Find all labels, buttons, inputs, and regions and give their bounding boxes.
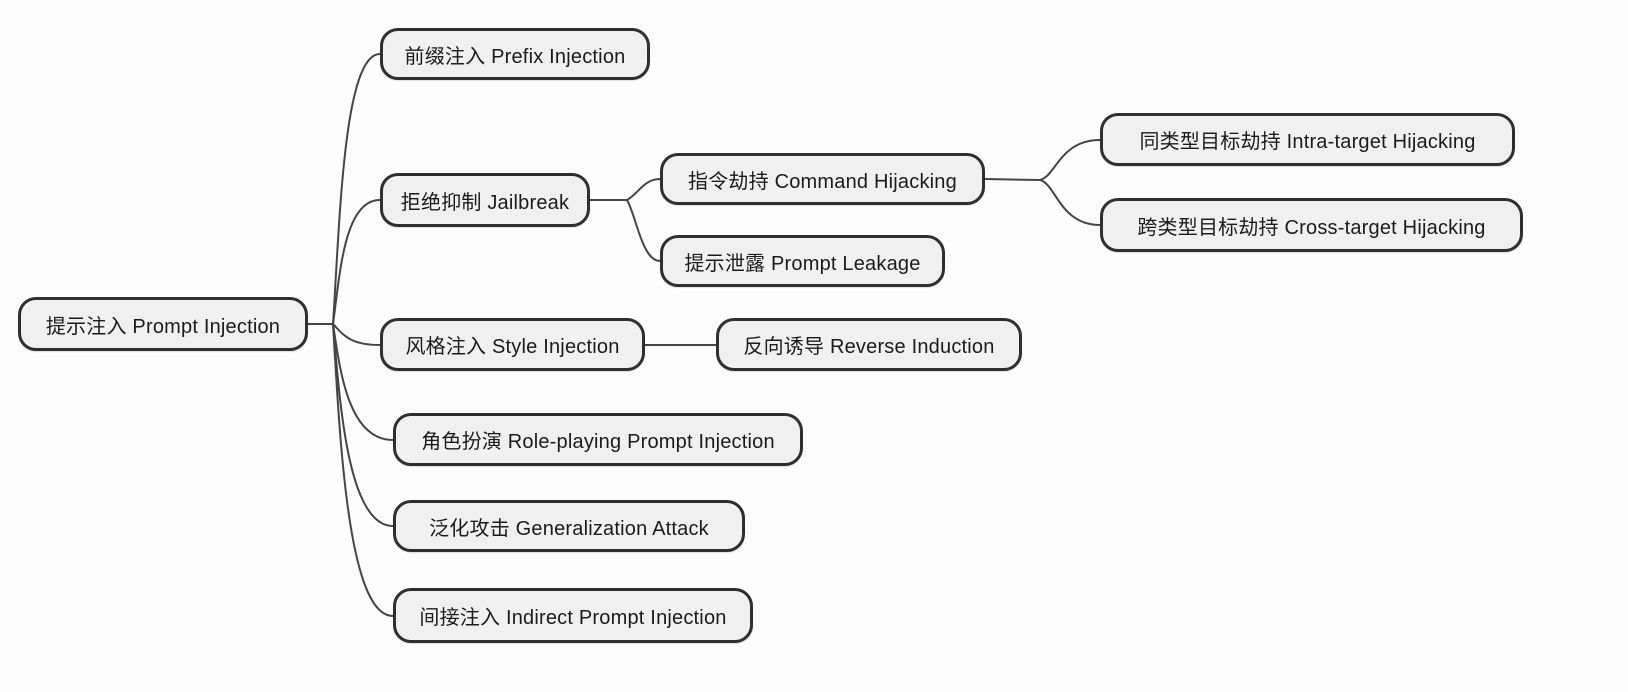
- node-indirect-injection[interactable]: 间接注入 Indirect Prompt Injection: [393, 588, 753, 643]
- node-prompt-leakage[interactable]: 提示泄露 Prompt Leakage: [660, 235, 945, 287]
- connector-command-hijacking-stub: [984, 178, 1041, 181]
- node-prompt-injection-label: 提示注入 Prompt Injection: [45, 315, 281, 338]
- node-reverse-induction[interactable]: 反向诱导 Reverse Induction: [716, 318, 1022, 371]
- node-jailbreak-label: 拒绝抑制 Jailbreak: [400, 191, 570, 214]
- node-jailbreak[interactable]: 拒绝抑制 Jailbreak: [380, 173, 590, 227]
- node-command-hijacking-label: 指令劫持 Command Hijacking: [688, 170, 957, 193]
- connector-command-to-cross-target: [1039, 179, 1101, 226]
- node-indirect-injection-label: 间接注入 Indirect Prompt Injection: [419, 607, 727, 629]
- node-cross-target-hijacking[interactable]: 跨类型目标劫持 Cross-target Hijacking: [1100, 198, 1523, 252]
- node-command-hijacking[interactable]: 指令劫持 Command Hijacking: [660, 153, 985, 205]
- connector-root-to-jailbreak: [332, 199, 381, 325]
- node-intra-target-hijacking-label: 同类型目标劫持 Intra-target Hijacking: [1139, 131, 1476, 153]
- node-prompt-leakage-label: 提示泄露 Prompt Leakage: [684, 252, 921, 275]
- node-role-playing[interactable]: 角色扮演 Role-playing Prompt Injection: [393, 413, 803, 466]
- node-generalization-attack[interactable]: 泛化攻击 Generalization Attack: [393, 500, 745, 552]
- connector-command-to-intra-target: [1039, 139, 1101, 181]
- node-intra-target-hijacking[interactable]: 同类型目标劫持 Intra-target Hijacking: [1100, 113, 1515, 166]
- connector-root-to-indirect-injection: [332, 323, 394, 617]
- connector-root-to-prefix-injection: [332, 53, 381, 325]
- node-prefix-injection[interactable]: 前缀注入 Prefix Injection: [380, 28, 650, 80]
- node-role-playing-label: 角色扮演 Role-playing Prompt Injection: [421, 431, 775, 453]
- node-style-injection[interactable]: 风格注入 Style Injection: [380, 318, 645, 371]
- node-reverse-induction-label: 反向诱导 Reverse Induction: [743, 336, 995, 358]
- node-prefix-injection-label: 前缀注入 Prefix Injection: [404, 45, 626, 68]
- connector-root-to-style-injection: [332, 323, 381, 346]
- connector-jailbreak-to-prompt-leakage: [626, 199, 661, 262]
- node-prompt-injection[interactable]: 提示注入 Prompt Injection: [18, 297, 308, 351]
- node-cross-target-hijacking-label: 跨类型目标劫持 Cross-target Hijacking: [1137, 216, 1486, 239]
- node-style-injection-label: 风格注入 Style Injection: [405, 336, 620, 358]
- node-generalization-attack-label: 泛化攻击 Generalization Attack: [429, 517, 709, 540]
- connector-jailbreak-to-command-hijacking: [626, 178, 661, 201]
